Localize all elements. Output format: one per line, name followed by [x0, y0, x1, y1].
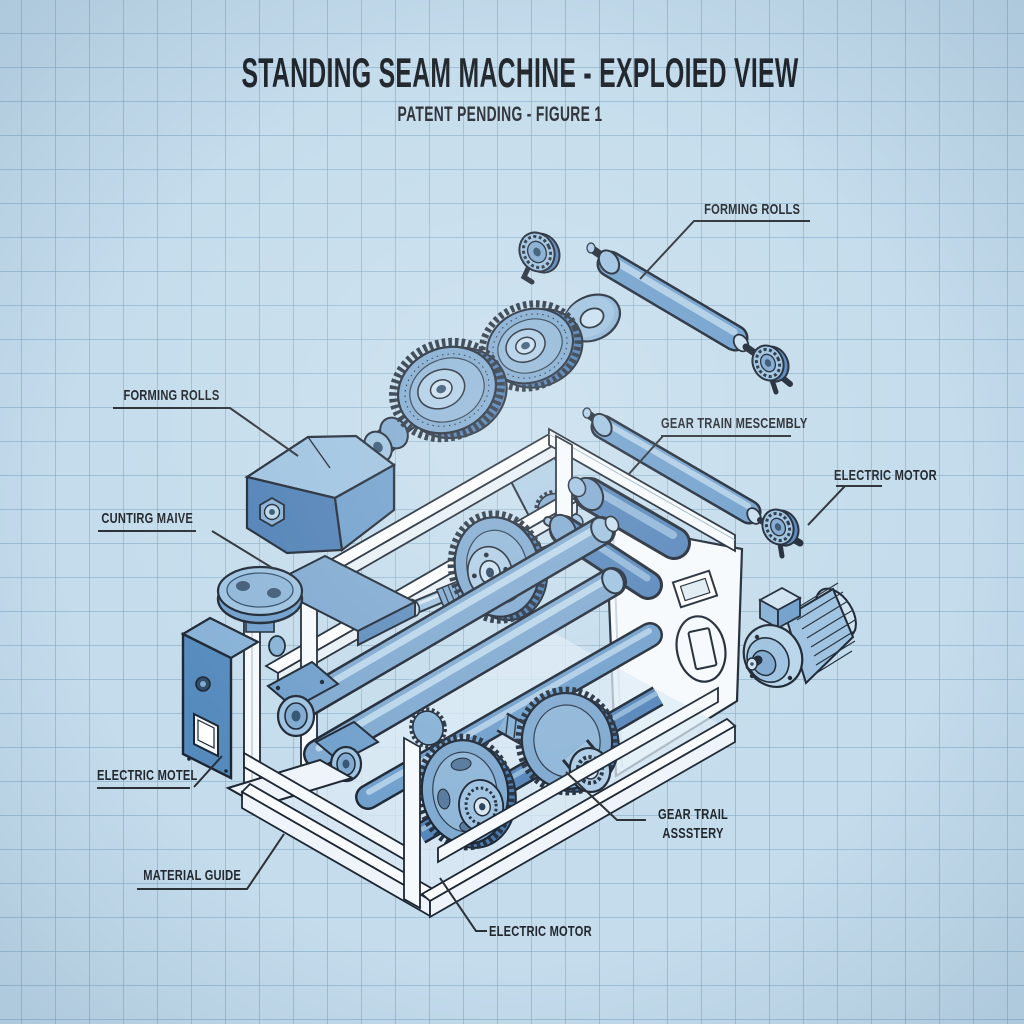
cutter-head-block: [244, 434, 396, 555]
bearing-cap-exploded-top: [518, 231, 561, 285]
roller-mount-1: [266, 660, 340, 738]
motor-flange: [742, 624, 804, 688]
label-forming-rolls-left: FORMING ROLLS: [123, 387, 220, 404]
label-gear-train-mescembly: GEAR TRAIN MESCEMBLY: [661, 415, 808, 432]
forming-roller-1: [291, 515, 620, 718]
bearing-cap-exploded-lower-right: [761, 508, 804, 559]
control-box-assembly: [180, 554, 418, 780]
label-forming-rolls-top: FORMING ROLLS: [704, 201, 801, 218]
rocker-switch: [193, 712, 219, 758]
label-electric-motor-right: ELECTRIC MOTOR: [834, 467, 937, 484]
exploded-gear-with-shaft: [363, 337, 508, 464]
page-title: STANDING SEAM MACHINE - EXPLOIED VIEW: [241, 49, 799, 96]
motor-terminal-box: [758, 586, 802, 630]
label-gear-trail-line1: GEAR TRAIL: [657, 806, 729, 823]
bearing-cap-exploded-right: [751, 344, 793, 395]
label-cuntirg-maive: CUNTIRG MAIVE: [101, 510, 194, 527]
forming-roller-exploded-1: [586, 242, 762, 361]
panel-oval-cutout: [675, 615, 727, 683]
label-gear-trail-line2: ASSSTERY: [662, 825, 724, 842]
forming-roller-exploded-2: [582, 407, 772, 529]
control-box-front: [181, 632, 233, 780]
label-material-guide: MATERIAL GUIDE: [143, 867, 241, 884]
frame-base: [225, 686, 737, 919]
exploded-parts: [363, 231, 804, 559]
box-cap: [216, 565, 304, 625]
panel-slot: [671, 569, 719, 609]
label-electric-motor-bottom: ELECTRIC MOTOR: [489, 923, 592, 940]
label-gear-trail-asstery: GEAR TRAIL ASSSTERY: [656, 805, 730, 843]
electric-motor-part: [742, 582, 857, 688]
page-subtitle: PATENT PENDING - FIGURE 1: [397, 103, 603, 126]
cutter-bolt: [259, 496, 285, 528]
exploded-gear-large: [478, 300, 584, 392]
forming-rollers: [266, 515, 664, 844]
roller-stub-end: [268, 635, 286, 657]
forming-roller-2: [303, 567, 627, 769]
leader-lines: [97, 220, 882, 932]
label-electric-motel: ELECTRIC MOTEL: [97, 767, 198, 784]
